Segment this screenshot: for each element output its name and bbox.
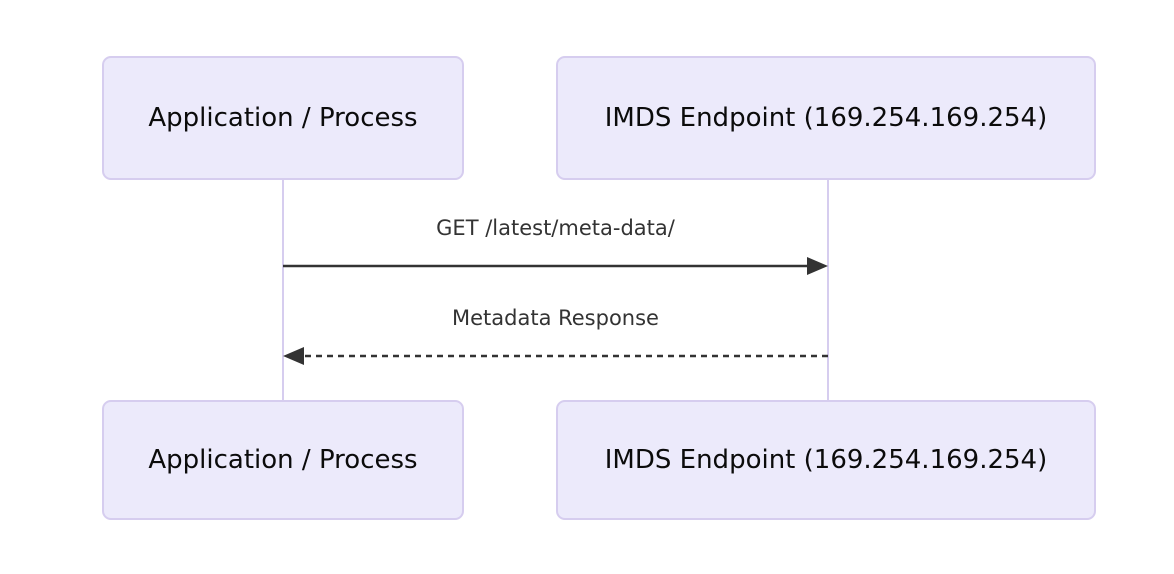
participant-label-imds-bottom: IMDS Endpoint (169.254.169.254) [604,445,1048,475]
lifeline-application [282,180,284,400]
message-request-label: GET /latest/meta-data/ [436,216,675,240]
participant-label-application-top: Application / Process [148,103,418,133]
message-request-arrow [283,257,828,275]
participant-label-application-bottom: Application / Process [148,445,418,475]
participant-box-imds-bottom[interactable]: IMDS Endpoint (169.254.169.254) [556,400,1096,520]
message-request[interactable]: GET /latest/meta-data/ [283,218,828,278]
participant-label-imds-top: IMDS Endpoint (169.254.169.254) [604,103,1048,133]
lifeline-imds [827,180,829,400]
message-response[interactable]: Metadata Response [283,308,828,368]
message-response-arrow [283,347,828,365]
message-response-label: Metadata Response [452,306,659,330]
participant-box-application-bottom[interactable]: Application / Process [102,400,464,520]
participant-box-application-top[interactable]: Application / Process [102,56,464,180]
participant-box-imds-top[interactable]: IMDS Endpoint (169.254.169.254) [556,56,1096,180]
